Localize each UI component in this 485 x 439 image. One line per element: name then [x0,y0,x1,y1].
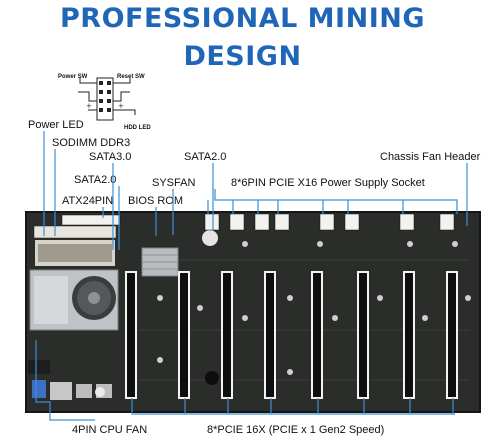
pcie-power-label: 8*6PIN PCIE X16 Power Supply Socket [231,177,425,189]
pcie-slots-label: 8*PCIE 16X (PCIE x 1 Gen2 Speed) [207,424,385,436]
rear-io-ports [28,360,112,400]
sodimm-label: SODIMM DDR3 [52,137,131,149]
sysfan-label: SYSFAN [152,177,196,189]
pcie-power-sockets [204,213,455,231]
power-sw-label: Power SW [58,74,88,80]
reset-sw-label: Reset SW [117,74,145,80]
callout-pointers [35,131,468,421]
sodimm-slot [33,225,117,266]
capacitors [157,241,471,375]
svg-text:+: + [118,102,124,110]
cpu-fan-label: 4PIN CPU FAN [72,424,148,436]
chipset-heatsink [141,247,179,277]
atx24pin-label: ATX24PIN [62,195,114,207]
svg-text:+: + [86,102,92,110]
cpu-heatsink [29,269,119,331]
atx24pin-connector [61,214,121,226]
front-panel-header-diagram: + + [78,77,136,121]
bios-battery [202,230,218,246]
sata20-top-label: SATA2.0 [184,151,227,163]
bios-rom-label: BIOS ROM [128,195,184,207]
chassis-fan-label: Chassis Fan Header [380,151,481,163]
power-led-label: Power LED [28,119,84,131]
hdd-led-label: HDD LED [124,125,151,131]
pcie-slots [125,271,458,399]
page-title: PROFESSIONAL MINING DESIGN [59,3,425,72]
coin-cell [205,371,219,385]
sata30-label: SATA3.0 [89,151,132,163]
sata20-left-label: SATA2.0 [74,174,117,186]
